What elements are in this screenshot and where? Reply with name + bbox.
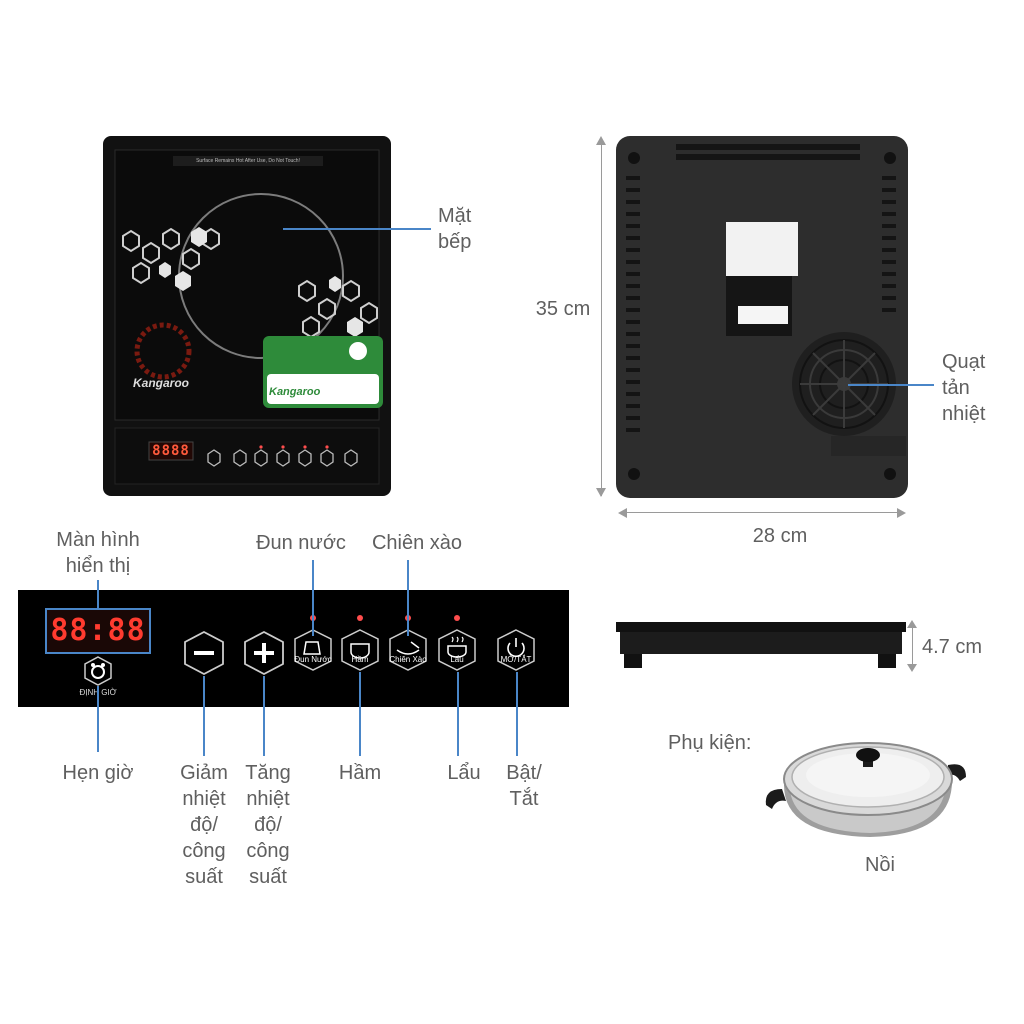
thickness-dimension-line (912, 622, 913, 670)
thickness-arrow-bottom (907, 664, 917, 672)
indicator-led-hotpot (454, 615, 460, 621)
thickness-label: 4.7 cm (922, 636, 983, 658)
brand-logo: Kangaroo (133, 376, 190, 390)
cooktop-surface-label: Mặt bếp (438, 205, 472, 253)
sticker-brand: Kangaroo (269, 386, 321, 398)
cooktop-bottom-view (616, 136, 908, 498)
hotpot-pointer (457, 672, 459, 756)
stir-fry-button-label: Chiên Xào (389, 655, 427, 664)
pot-label: Nồi (864, 854, 895, 876)
thickness-arrow-top (907, 620, 917, 628)
hotpot-button[interactable] (436, 628, 478, 672)
boil-water-button[interactable] (292, 628, 334, 672)
cooling-fan-label: Quạt tản nhiệt (942, 351, 986, 425)
decrease-pointer (203, 676, 205, 756)
stew-button-label: Hầm (351, 655, 369, 664)
hotpot-button-label: Lẩu (450, 655, 464, 664)
width-dimension-line (620, 512, 904, 513)
width-arrow-left (618, 508, 627, 518)
fry-pointer (407, 560, 409, 636)
power-button-label: MỞ/TẮT (500, 655, 532, 664)
height-arrow-top (596, 136, 606, 145)
cooling-fan-pointer (848, 384, 934, 386)
display-label: Màn hình hiển thị (56, 529, 140, 577)
height-label: 35 cm (528, 296, 598, 322)
width-arrow-right (897, 508, 906, 518)
height-arrow-bottom (596, 488, 606, 497)
cooktop-side-view (616, 622, 906, 668)
power-label: Bật/ Tắt (506, 762, 542, 810)
display-screen (45, 608, 151, 654)
stir-fry-button[interactable] (387, 628, 429, 672)
cooktop-top-view: Surface Remains Hot After Use, Do Not To… (103, 136, 391, 496)
cooktop-surface-pointer (283, 228, 431, 230)
height-dimension-line (601, 138, 602, 496)
stew-button[interactable] (339, 628, 381, 672)
timer-pointer (97, 686, 99, 752)
decrease-label: Giảm nhiệt độ/ công suất (180, 762, 228, 888)
timer-label: Hẹn giờ (62, 762, 134, 784)
cooktop-top-illustration (103, 136, 391, 496)
display-digits: 88:88 (50, 613, 146, 648)
cooktop-bottom-illustration (616, 136, 908, 498)
boil-pointer (312, 560, 314, 636)
decrease-button[interactable] (181, 630, 227, 676)
stir-fry-label: Chiên xào (371, 532, 463, 554)
display-pointer (97, 580, 99, 610)
hotpot-label: Lẩu (447, 762, 481, 784)
increase-pointer (263, 676, 265, 756)
mini-display: 8888 (152, 443, 190, 459)
boil-water-button-label: Đun Nước (294, 655, 332, 664)
pot-image (765, 742, 966, 837)
timer-button[interactable] (82, 655, 114, 687)
accessory-label: Phụ kiện: (668, 732, 752, 754)
boil-water-label: Đun nước (256, 532, 346, 554)
increase-button[interactable] (241, 630, 287, 676)
warning-strip: Surface Remains Hot After Use, Do Not To… (196, 158, 300, 164)
power-button[interactable] (495, 628, 537, 672)
increase-label: Tăng nhiệt độ/ công suất (245, 762, 291, 888)
width-label: 28 cm (752, 525, 808, 547)
indicator-led-stew (357, 615, 363, 621)
power-pointer (516, 672, 518, 756)
stew-pointer (359, 672, 361, 756)
stew-label: Hầm (338, 762, 382, 784)
